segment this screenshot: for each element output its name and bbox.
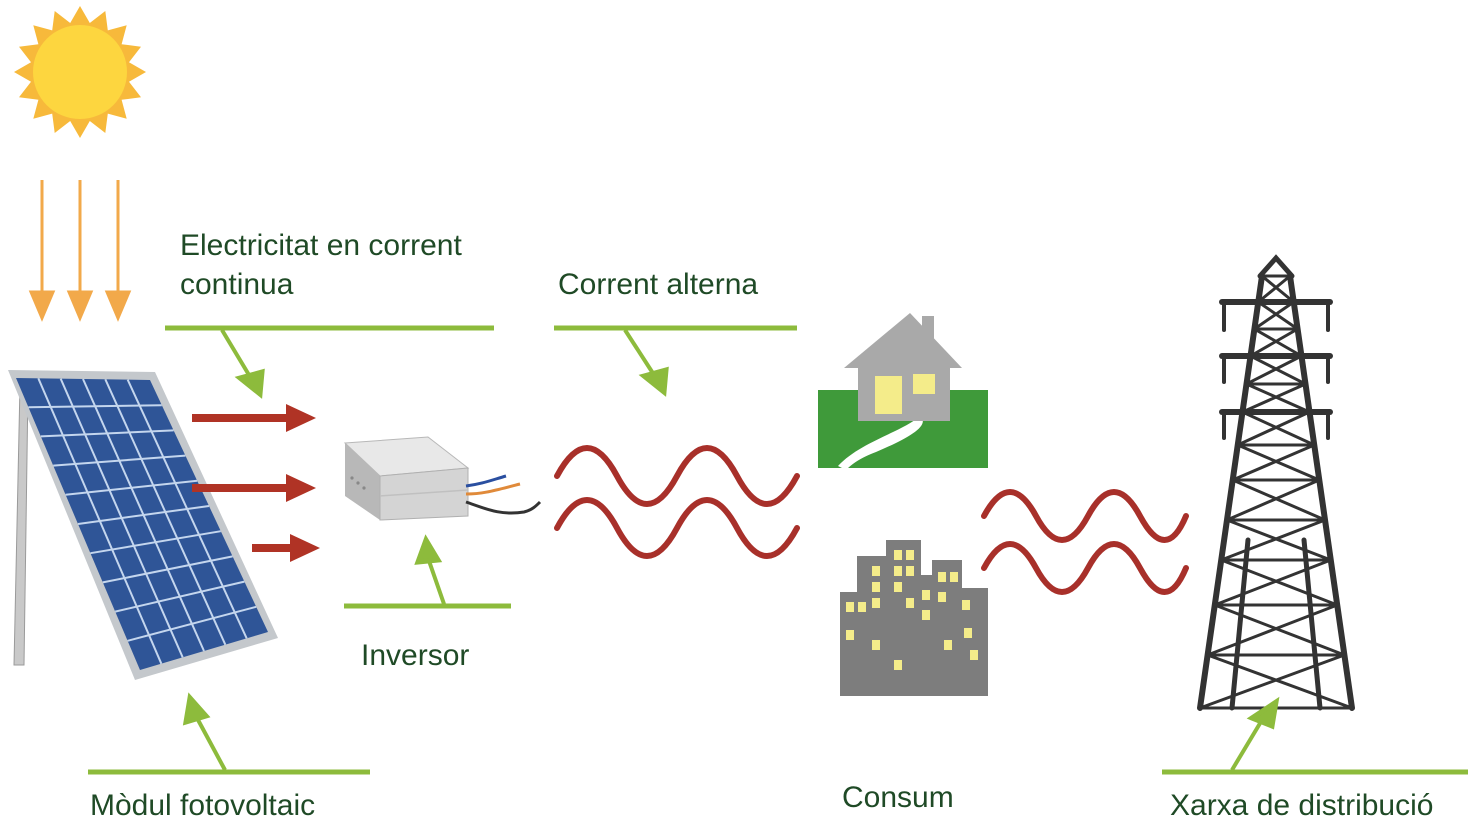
dc-current-arrows [192, 404, 320, 562]
inverter-box-icon [343, 436, 542, 521]
callout-module [88, 692, 370, 775]
dc-label-line1: Electricitat en corrent [180, 229, 462, 262]
grid-label: Xarxa de distribució [1170, 789, 1434, 822]
solar-panel-icon [8, 370, 278, 680]
house-icon [818, 313, 988, 470]
ac-wave-group-left [554, 445, 800, 559]
callout-inverter [344, 534, 511, 609]
ac-label: Corrent alterna [558, 268, 759, 301]
transmission-tower-icon [1197, 254, 1355, 711]
ac-wave-group-right [981, 489, 1189, 595]
dc-label-line2: continua [180, 268, 294, 301]
callout-dc [165, 325, 494, 399]
callout-grid [1162, 696, 1468, 775]
module-label: Mòdul fotovoltaic [90, 789, 316, 822]
callout-ac [554, 325, 797, 397]
city-buildings-icon [840, 540, 988, 696]
sun-icon [14, 6, 146, 138]
inverter-label: Inversor [361, 639, 470, 672]
sunlight-arrows [28, 180, 132, 322]
consumption-label: Consum [842, 781, 954, 814]
